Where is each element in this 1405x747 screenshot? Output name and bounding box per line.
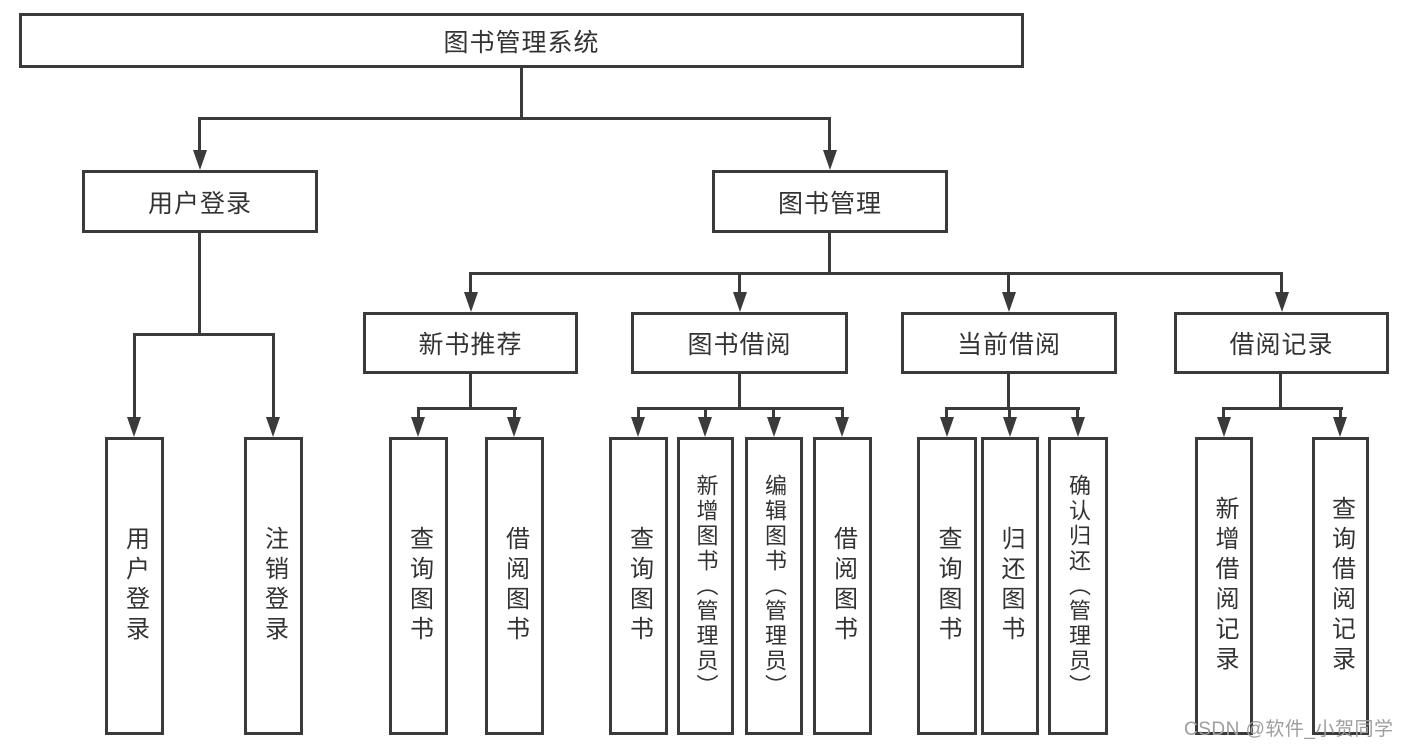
arrow-down-icon: [823, 150, 837, 170]
arrow-down-icon: [193, 150, 207, 170]
arrow-down-icon: [940, 417, 954, 437]
connector-line: [1222, 407, 1343, 410]
connector-line: [828, 117, 831, 153]
leaf-return-books: 归还图书: [981, 437, 1039, 735]
arrow-down-icon: [411, 417, 425, 437]
connector-line: [828, 233, 831, 275]
arrow-down-icon: [1003, 417, 1017, 437]
connector-line: [198, 117, 831, 120]
arrow-down-icon: [266, 417, 280, 437]
node-new-book-recommend: 新书推荐: [363, 312, 578, 374]
connector-line: [1339, 407, 1342, 419]
connector-line: [272, 333, 275, 419]
arrow-down-icon: [127, 417, 141, 437]
connector-line: [417, 407, 517, 410]
leaf-query-borrow-record: 查询借阅记录: [1312, 437, 1369, 735]
arrow-down-icon: [631, 417, 645, 437]
connector-line: [945, 407, 948, 419]
connector-line: [198, 117, 201, 153]
leaf-user-login: 用户登录: [105, 437, 164, 735]
connector-line: [133, 333, 136, 419]
connector-line: [772, 407, 775, 419]
arrow-down-icon: [1002, 292, 1016, 312]
connector-line: [738, 374, 741, 410]
csdn-watermark: CSDN @软件_小贺同学: [1184, 719, 1394, 740]
node-current-borrowing: 当前借阅: [901, 312, 1117, 374]
arrow-down-icon: [767, 417, 781, 437]
connector-line: [637, 407, 844, 410]
leaf-query-books-recommend: 查询图书: [389, 437, 448, 735]
connector-line: [198, 233, 201, 336]
leaf-borrow-books-recommend: 借阅图书: [485, 437, 544, 735]
arrow-down-icon: [1333, 417, 1347, 437]
connector-line: [469, 272, 1283, 275]
node-book-borrowing: 图书借阅: [631, 312, 848, 374]
connector-line: [469, 272, 472, 294]
connector-line: [738, 272, 741, 294]
arrow-down-icon: [507, 417, 521, 437]
connector-line: [1007, 374, 1010, 410]
arrow-down-icon: [1071, 417, 1085, 437]
node-book-management: 图书管理: [712, 170, 948, 233]
arrow-down-icon: [1217, 417, 1231, 437]
connector-line: [520, 68, 523, 120]
connector-line: [841, 407, 844, 419]
connector-line: [417, 407, 420, 419]
connector-line: [1280, 272, 1283, 294]
arrow-down-icon: [1275, 292, 1289, 312]
connector-line: [637, 407, 640, 419]
connector-line: [469, 374, 472, 410]
connector-line: [513, 407, 516, 419]
leaf-edit-books-admin: 编辑图书（管理员）: [745, 437, 803, 735]
connector-line: [1008, 407, 1011, 419]
arrow-down-icon: [698, 417, 712, 437]
leaf-query-books-borrowing: 查询图书: [609, 437, 668, 735]
arrow-down-icon: [733, 292, 747, 312]
connector-line: [1222, 407, 1225, 419]
connector-line: [1076, 407, 1079, 419]
connector-line: [945, 407, 1080, 410]
arrow-down-icon: [835, 417, 849, 437]
connector-line: [704, 407, 707, 419]
node-user-login: 用户登录: [82, 170, 318, 233]
connector-line: [133, 333, 275, 336]
leaf-logout: 注销登录: [244, 437, 303, 735]
leaf-borrow-books: 借阅图书: [813, 437, 872, 735]
leaf-confirm-return-admin: 确认归还（管理员）: [1048, 437, 1108, 735]
node-borrowing-records: 借阅记录: [1174, 312, 1389, 374]
connector-line: [1279, 374, 1282, 410]
node-library-management-system: 图书管理系统: [19, 13, 1024, 68]
leaf-add-borrow-record: 新增借阅记录: [1195, 437, 1253, 735]
connector-line: [1007, 272, 1010, 294]
leaf-query-books-current: 查询图书: [917, 437, 977, 735]
leaf-add-books-admin: 新增图书（管理员）: [677, 437, 734, 735]
arrow-down-icon: [464, 292, 478, 312]
